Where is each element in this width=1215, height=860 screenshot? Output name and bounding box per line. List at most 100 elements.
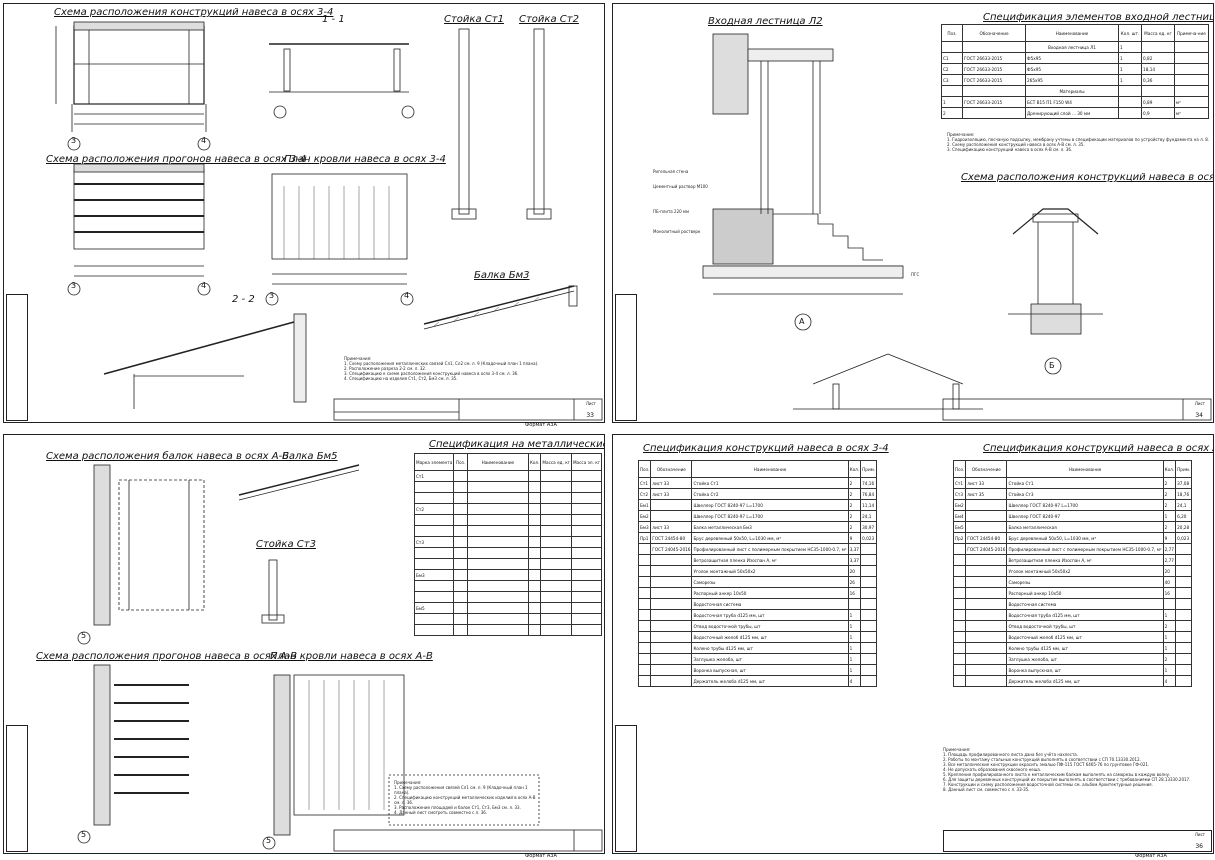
notes-sheet-34: Примечание:1. Гидроизоляцию, песчаную по… [947,132,1210,152]
title-block-36 [943,830,1212,852]
label-mortar: Цементный раствор М100 [653,184,708,189]
title-section-1-1: 1 - 1 [322,14,345,25]
axis-3-c: 3 [269,291,275,300]
label-slab: ПБ-плита 220 мм [653,209,689,214]
notes-sheet-33: Примечания:1. Схему расположения металли… [344,356,539,381]
notes-sheet-36: Примечания:1. Площадь профилированного л… [943,747,1191,792]
title-metal-spec: Спецификация на металлические изделия [429,439,605,450]
list-label-34: Лист [1194,401,1205,406]
title-spec-a-v: Спецификация конструкций навеса в осях А… [983,443,1214,454]
axis-5-a: 5 [81,631,87,640]
table-row: Водосточная система [952,598,1193,610]
title-column-st3: Стойка Ст3 [256,539,316,550]
sheet-number-34: 34 [1195,412,1203,419]
title-st1: Стойка Ст1 [444,14,504,25]
side-stamp [6,725,28,852]
axis-5-b: 5 [81,830,87,839]
axis-a: А [799,317,805,326]
table-row [413,613,603,625]
axis-4-c: 4 [404,291,410,300]
axis-4-b: 4 [201,281,207,290]
label-wall: Ригельная стена [653,169,689,174]
title-stair-l2: Входная лестница Л2 [708,16,823,27]
title-scheme-3-4: Схема расположения конструкций навеса в … [54,7,334,18]
sheet-34: Входная лестница Л2 Спецификация элемент… [612,3,1214,423]
title-spec-3-4: Спецификация конструкций навеса в осях 3… [643,443,889,454]
sheet-35: Схема расположения балок навеса в осях А… [3,434,605,854]
list-label-36: Лист [1194,832,1205,837]
side-stamp [6,294,28,421]
title-beam-bm3: Балка Бм3 [474,270,530,281]
table-row [413,492,603,504]
axis-4-a: 4 [201,136,207,145]
title-purlins-a-v: Схема расположения прогонов навеса в ося… [36,651,298,662]
title-section-2-2: 2 - 2 [232,294,255,305]
drawing-area-2 [702,33,1212,421]
drawing-area-3 [77,464,603,852]
sheet-number-36: 36 [1195,843,1203,850]
label-pgs: ПГС [911,272,920,277]
format-label-3: Формат А3А [525,853,557,859]
title-scheme-a-v: Схема расположения конструкций навеса в … [961,172,1214,183]
table-row: Водосточная система [637,598,878,610]
axis-3-b: 3 [71,281,77,290]
title-beams-a-v: Схема расположения балок навеса в осях А… [46,451,290,462]
notes-sheet-35: Примечания:1. Схему расположения связей … [394,780,536,815]
sheet-number-33: 33 [586,412,594,419]
sheet-36: Спецификация конструкций навеса в осях 3… [612,434,1214,854]
axis-b: Б [1049,361,1055,370]
title-roof-plan-3-4: План кровли навеса в осях 3-4 [284,154,446,165]
table-row [413,580,603,592]
axis-5-c: 5 [266,836,272,845]
format-label-1: Формат А3А [525,422,557,428]
list-label-33: Лист [585,401,596,406]
label-grillage: Монолитный ростверк [653,229,701,234]
sheet-33: Схема расположения конструкций навеса в … [3,3,605,423]
title-roof-a-v: План кровли навеса в осях А-В [270,651,433,662]
title-spec-l2: Спецификация элементов входной лестницы … [983,12,1213,23]
table-row [413,624,603,636]
axis-3-a: 3 [71,136,77,145]
title-st2: Стойка Ст2 [519,14,579,25]
